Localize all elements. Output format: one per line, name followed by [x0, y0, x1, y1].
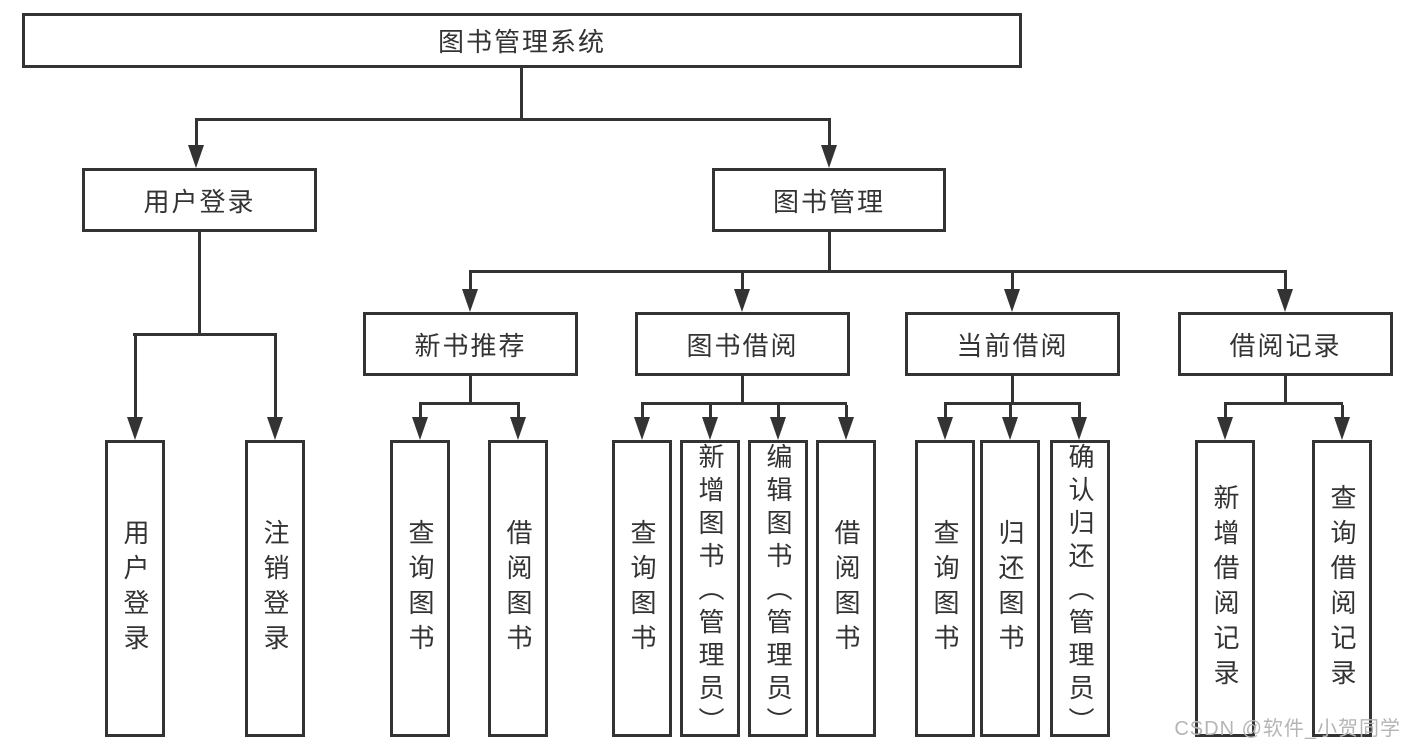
- leaf-edit-book-admin: 编辑图书（管理员）: [748, 440, 808, 740]
- connector-line: [134, 336, 137, 417]
- arrowhead-icon: [702, 417, 718, 440]
- connector-line: [198, 232, 201, 336]
- connector-line: [1078, 405, 1081, 417]
- arrowhead-icon: [821, 145, 837, 168]
- node-new-book-recommend: 新书推荐: [363, 312, 578, 376]
- node-book-management: 图书管理: [712, 168, 946, 232]
- arrowhead-icon: [1002, 417, 1018, 440]
- connector-line: [520, 68, 523, 121]
- leaf-query-books-borrow: 查询图书: [612, 440, 672, 737]
- node-book-borrow: 图书借阅: [635, 312, 850, 376]
- connector-line: [709, 405, 712, 417]
- leaf-query-books-current: 查询图书: [915, 440, 975, 737]
- connector-line: [274, 336, 277, 417]
- arrowhead-icon: [1217, 417, 1233, 440]
- arrowhead-icon: [188, 145, 204, 168]
- connector-line: [517, 405, 520, 417]
- connector-line: [469, 376, 472, 405]
- leaf-confirm-return-admin: 确认归还（管理员）: [1050, 440, 1110, 740]
- leaf-query-books-recommend: 查询图书: [390, 440, 450, 737]
- connector-line: [1224, 405, 1227, 417]
- connector-line: [469, 273, 472, 289]
- arrowhead-icon: [634, 417, 650, 440]
- connector-line: [828, 232, 831, 273]
- connector-line: [828, 121, 831, 149]
- connector-line: [419, 405, 422, 417]
- connector-line: [1284, 273, 1287, 289]
- arrowhead-icon: [1277, 289, 1293, 312]
- connector-line: [944, 402, 1081, 405]
- leaf-add-book-admin: 新增图书（管理员）: [680, 440, 740, 740]
- connector-line: [195, 121, 198, 149]
- arrowhead-icon: [1004, 289, 1020, 312]
- watermark: CSDN @软件_小贺同学: [1174, 718, 1401, 740]
- connector-line: [845, 405, 848, 417]
- arrowhead-icon: [127, 417, 143, 440]
- leaf-add-borrow-record: 新增借阅记录: [1195, 440, 1255, 737]
- connector-line: [741, 273, 744, 289]
- connector-line: [195, 118, 831, 121]
- connector-line: [1011, 376, 1014, 405]
- arrowhead-icon: [838, 417, 854, 440]
- leaf-user-login: 用户登录: [105, 440, 165, 737]
- connector-line: [1011, 273, 1014, 289]
- arrowhead-icon: [1071, 417, 1087, 440]
- connector-line: [469, 270, 1287, 273]
- node-current-borrow: 当前借阅: [905, 312, 1120, 376]
- connector-line: [419, 402, 520, 405]
- connector-line: [1341, 405, 1344, 417]
- leaf-borrow-books-recommend: 借阅图书: [488, 440, 548, 737]
- connector-line: [777, 405, 780, 417]
- arrowhead-icon: [734, 289, 750, 312]
- arrowhead-icon: [462, 289, 478, 312]
- leaf-borrow-books-borrow: 借阅图书: [816, 440, 876, 737]
- arrowhead-icon: [937, 417, 953, 440]
- arrowhead-icon: [510, 417, 526, 440]
- arrowhead-icon: [267, 417, 283, 440]
- arrowhead-icon: [770, 417, 786, 440]
- connector-line: [133, 333, 277, 336]
- connector-line: [944, 405, 947, 417]
- leaf-logout: 注销登录: [245, 440, 305, 737]
- connector-line: [1224, 402, 1343, 405]
- leaf-return-book: 归还图书: [980, 440, 1040, 737]
- connector-line: [641, 402, 847, 405]
- root-node: 图书管理系统: [22, 13, 1022, 68]
- arrowhead-icon: [412, 417, 428, 440]
- node-user-login: 用户登录: [82, 168, 317, 232]
- leaf-query-borrow-record: 查询借阅记录: [1312, 440, 1372, 737]
- node-borrow-records: 借阅记录: [1178, 312, 1393, 376]
- connector-line: [1009, 405, 1012, 417]
- connector-line: [641, 405, 644, 417]
- connector-line: [1284, 376, 1287, 405]
- arrowhead-icon: [1334, 417, 1350, 440]
- connector-line: [741, 376, 744, 405]
